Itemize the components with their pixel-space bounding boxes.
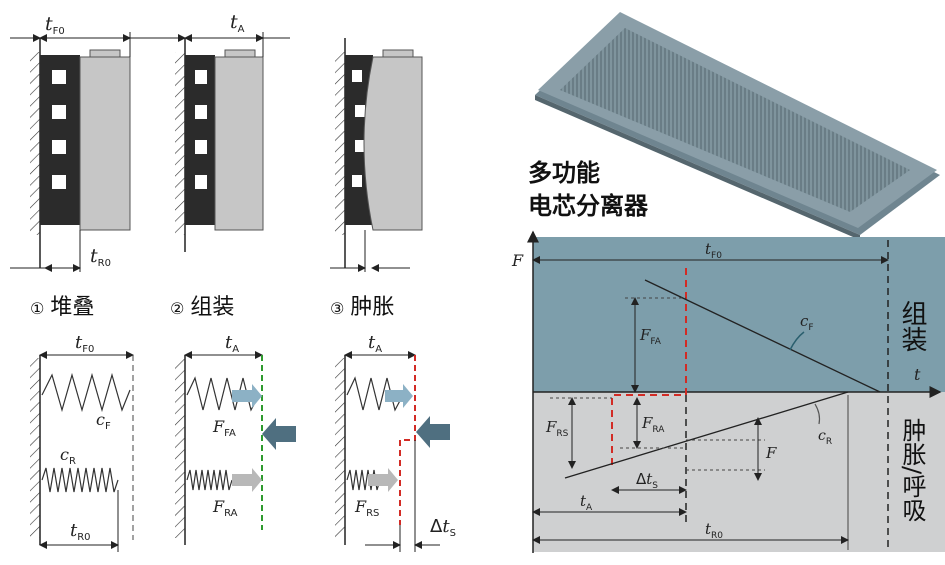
panel-swelling [330, 38, 423, 272]
graph-label-FRS: FRS [545, 418, 569, 439]
graph-dim-tF0: tF0 [705, 240, 722, 261]
graph-label-delta-tS: ΔtS [636, 470, 658, 491]
dim-tA-spring3: tA [368, 332, 382, 355]
dim-tF0-top: tF0 [45, 13, 65, 37]
panel-assembly: tA [150, 11, 290, 252]
label-cR: cR [60, 445, 76, 467]
dim-tA-top: tA [230, 11, 245, 35]
band-label-swelling: 肿胀/呼吸 [898, 418, 926, 522]
graph-dim-tR0: tR0 [705, 520, 723, 541]
dim-tR0-spring: tR0 [70, 520, 91, 543]
label-FFA: FFA [212, 417, 236, 439]
spring-model-assembly: tA FFA FRA [175, 332, 296, 545]
force-graph: F t tF0 FFA cF FRA FRS F [511, 230, 945, 553]
spring-model-stacking: tF0 cF cR tR0 [30, 332, 134, 552]
dim-tA-spring: tA [225, 332, 239, 355]
graph-dim-tA: tA [580, 492, 593, 513]
graph-label-FS: F [765, 444, 777, 462]
x-axis-label: t [914, 365, 921, 384]
panel-stacking: tF0 tR0 [10, 13, 155, 272]
dim-tF0-spring: tF0 [75, 332, 94, 355]
spring-model-swelling: tA FRS ΔtS [335, 332, 456, 552]
graph-label-cF: cF [800, 312, 814, 333]
y-axis-label: F [511, 251, 524, 270]
dim-tR0-top: tR0 [90, 245, 111, 269]
label-cF: cF [96, 410, 111, 432]
separator-plate-image [535, 12, 940, 240]
product-title-line2: 电芯分离器 [528, 192, 649, 220]
graph-label-FFA: FFA [639, 326, 662, 347]
label-FRS: FRS [354, 497, 379, 519]
graph-label-FRA: FRA [641, 414, 665, 435]
graph-label-cR: cR [818, 428, 832, 447]
dim-delta-tS: ΔtS [430, 516, 456, 539]
product-title-line1: 多功能 [528, 159, 600, 187]
label-FRA: FRA [212, 497, 238, 519]
band-label-assembly: 组装 [897, 300, 927, 352]
